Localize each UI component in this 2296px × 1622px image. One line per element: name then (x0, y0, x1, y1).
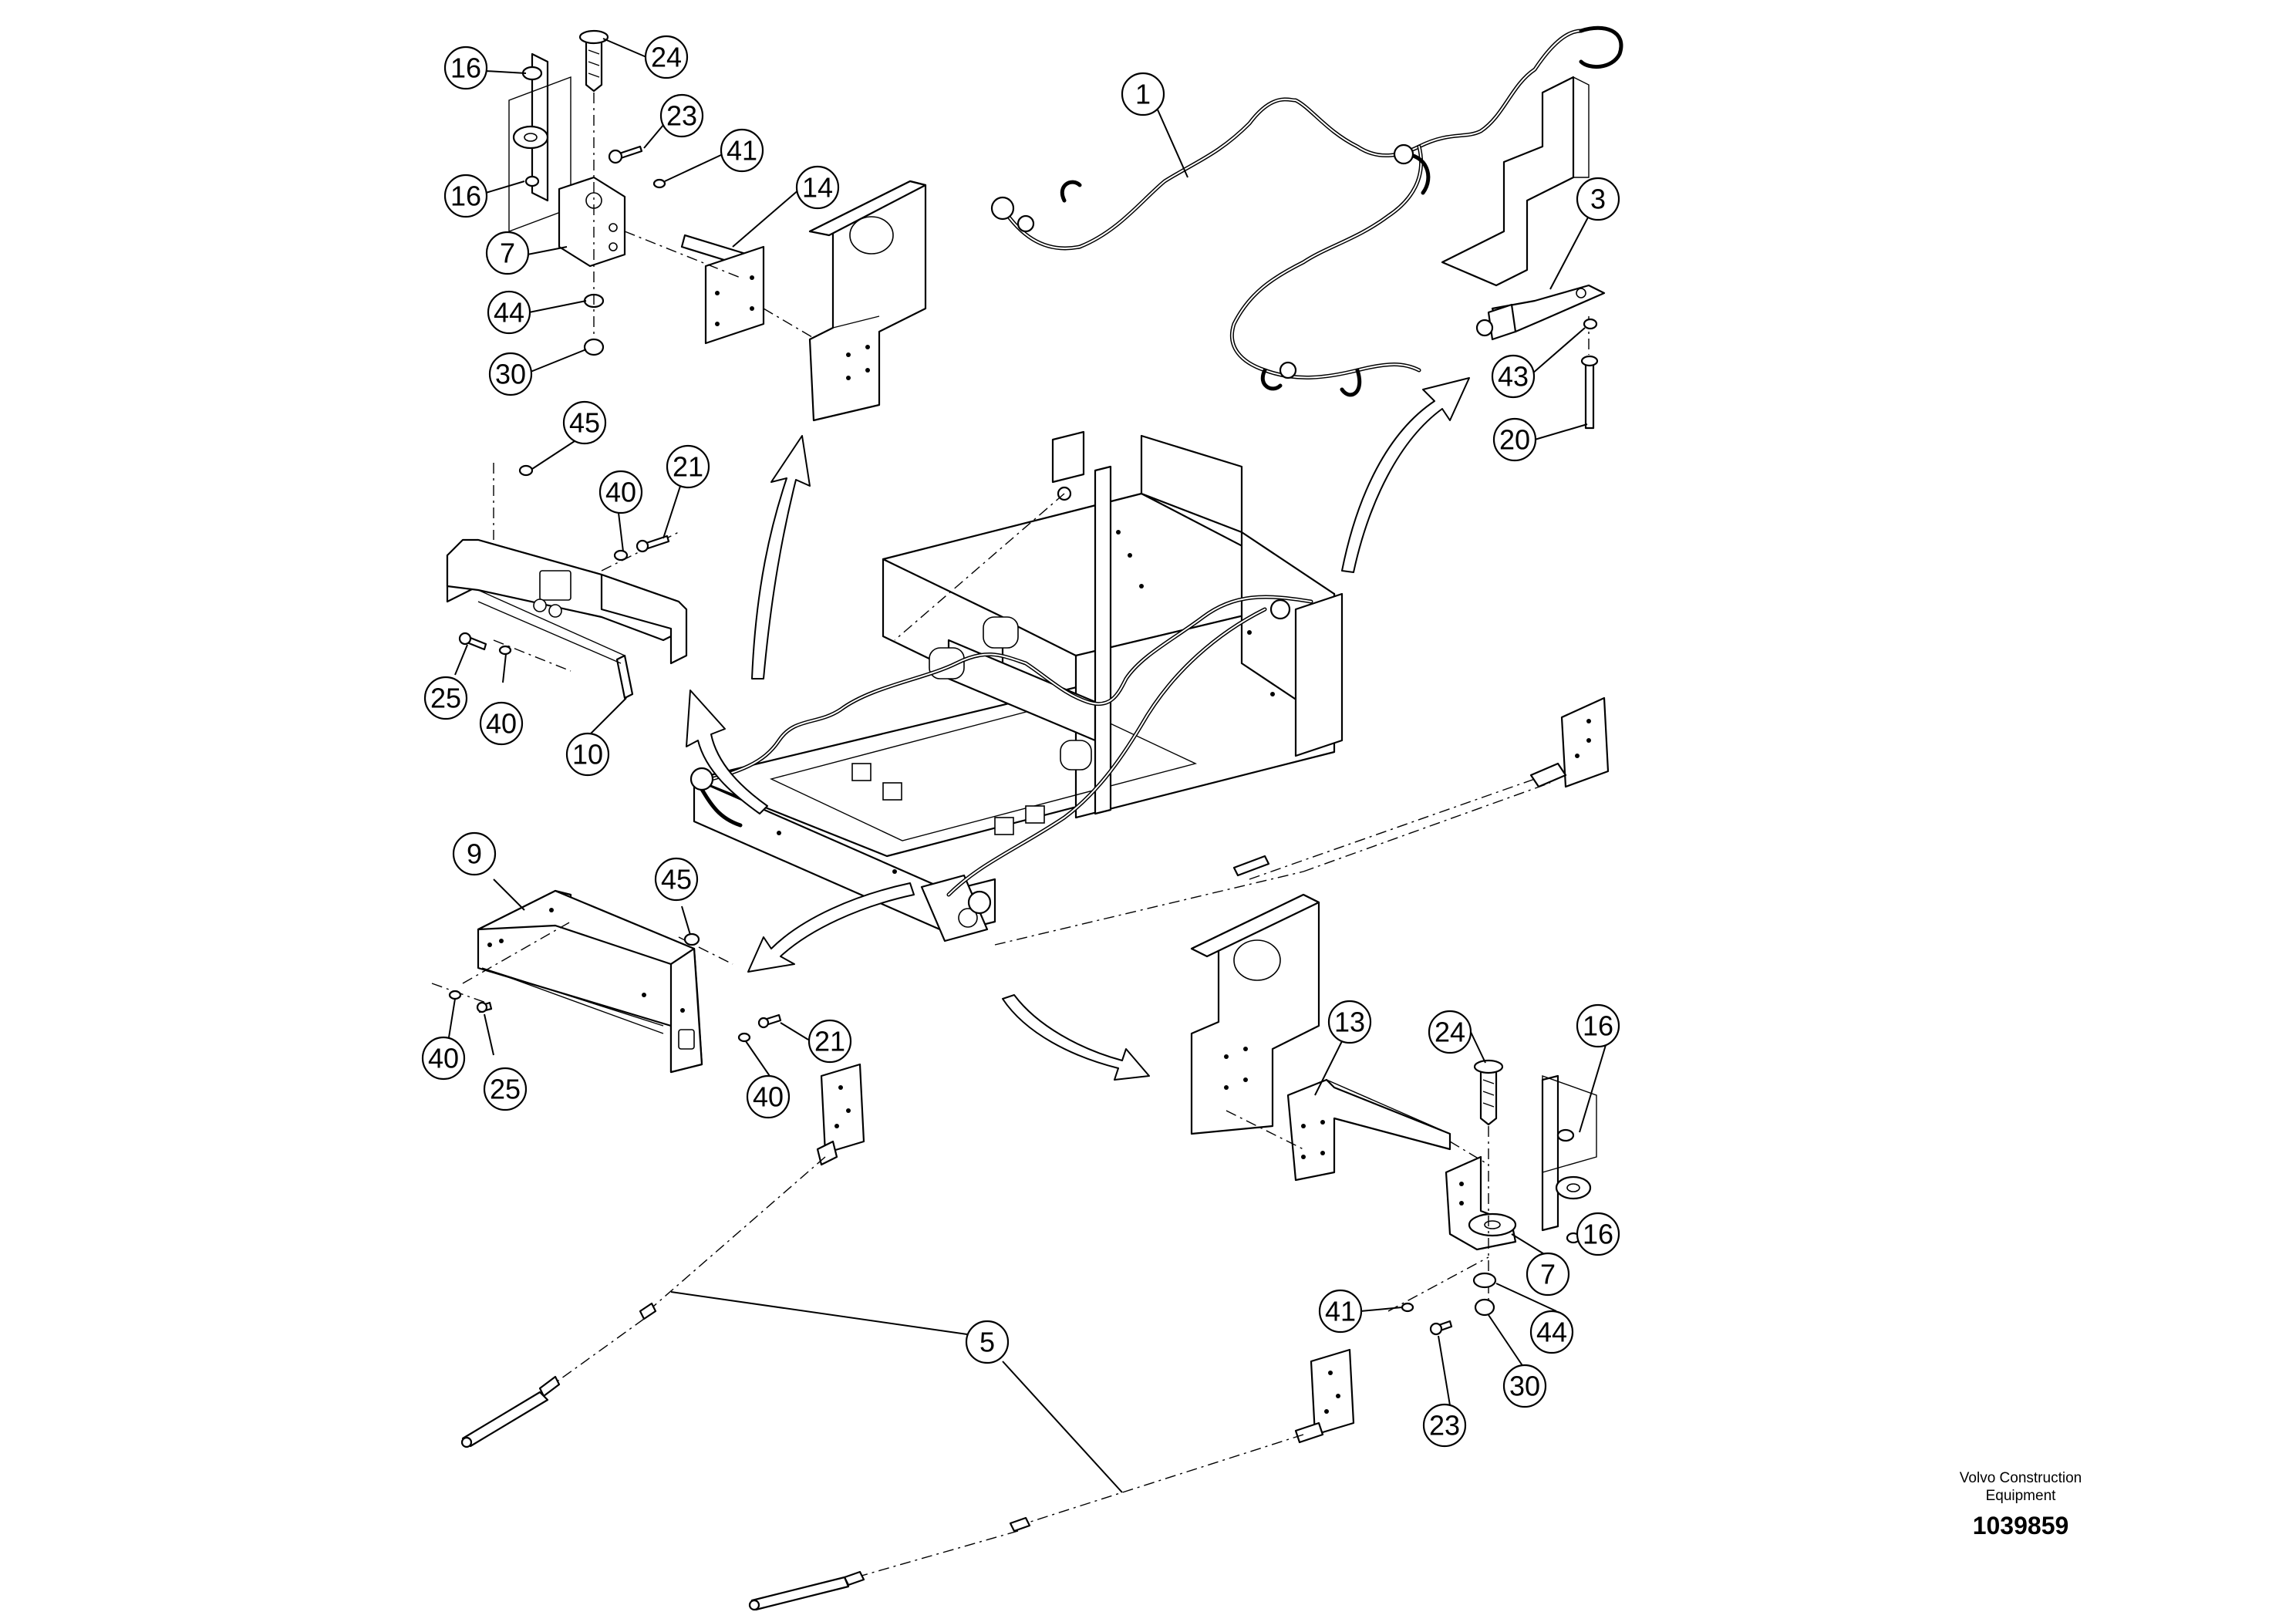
callout-7-top-left: 7 (485, 231, 530, 275)
callout-label: 5 (979, 1327, 995, 1358)
callout-23-top-left: 23 (659, 93, 704, 138)
callout-16-lower-right-lower: 16 (1576, 1212, 1620, 1256)
callout-41-top-left: 41 (720, 128, 764, 173)
callout-label: 16 (1583, 1010, 1613, 1042)
callout-label: 21 (814, 1026, 845, 1057)
callout-label: 10 (572, 739, 603, 771)
callout-label: 43 (1498, 361, 1529, 393)
company-name: Volvo Construction Equipment (1913, 1469, 2129, 1505)
callout-16-top-left-lower: 16 (443, 174, 488, 218)
callout-label: 41 (1325, 1296, 1356, 1327)
callout-label: 23 (1429, 1410, 1460, 1442)
callout-25-middle-left: 25 (423, 676, 468, 720)
callout-30-top-left: 30 (488, 352, 533, 396)
callout-label: 30 (495, 359, 526, 390)
company-name-line-1: Volvo Construction (1959, 1470, 2082, 1486)
callout-24-lower-right: 24 (1428, 1010, 1472, 1054)
callout-40-middle-left-lower: 40 (479, 701, 524, 746)
callout-label: 41 (727, 135, 757, 167)
callout-40-lower-left-a: 40 (421, 1036, 466, 1081)
callout-label: 9 (467, 838, 482, 870)
callout-44-top-left: 44 (487, 290, 531, 335)
callout-40-lower-left-b: 40 (746, 1074, 791, 1119)
callout-label: 44 (1536, 1317, 1567, 1348)
callout-9: 9 (452, 831, 497, 876)
top-left-bracket-assembly (508, 29, 927, 422)
callout-label: 40 (605, 477, 636, 508)
callout-label: 21 (673, 451, 703, 483)
callout-45-middle-left: 45 (562, 400, 607, 445)
callout-16-lower-right-upper: 16 (1576, 1003, 1620, 1048)
callout-25-lower-left: 25 (483, 1067, 528, 1111)
callout-10: 10 (565, 732, 610, 777)
callout-5: 5 (965, 1320, 1010, 1364)
callout-40-middle-left-upper: 40 (598, 470, 643, 514)
callout-20: 20 (1492, 417, 1537, 462)
callout-label: 45 (661, 864, 692, 895)
main-frame (693, 430, 1344, 943)
leader-lines (448, 38, 1607, 1493)
callout-label: 13 (1334, 1007, 1365, 1038)
callout-label: 16 (450, 52, 481, 84)
frame-harness (689, 486, 1551, 946)
callout-label: 24 (651, 42, 682, 73)
callout-14: 14 (795, 165, 840, 210)
callout-label: 40 (428, 1043, 459, 1074)
callout-1: 1 (1121, 72, 1165, 116)
callout-label: 40 (486, 708, 517, 740)
document-number: 1039859 (1972, 1512, 2069, 1539)
callout-label: 25 (490, 1074, 521, 1105)
callout-label: 16 (450, 180, 481, 212)
lower-left-bracket-assembly (431, 889, 782, 1074)
callout-label: 25 (430, 683, 461, 714)
callout-44-lower-right: 44 (1529, 1310, 1574, 1354)
callout-43: 43 (1491, 354, 1536, 399)
callout-label: 7 (1540, 1259, 1556, 1290)
callout-21-middle-left: 21 (666, 444, 710, 489)
company-name-line-2: Equipment (1985, 1488, 2056, 1504)
callout-label: 24 (1435, 1017, 1465, 1048)
callout-41-lower-right: 41 (1318, 1289, 1363, 1334)
callout-13: 13 (1327, 1000, 1372, 1044)
callout-label: 14 (802, 172, 833, 204)
callout-24-top-left: 24 (644, 35, 689, 79)
direction-arrows (686, 377, 1470, 1081)
callout-21-lower-left: 21 (807, 1019, 852, 1064)
callout-label: 7 (500, 238, 515, 269)
top-right-harness-assembly (990, 25, 1623, 430)
callout-7-lower-right: 7 (1526, 1252, 1570, 1297)
callout-3: 3 (1576, 177, 1620, 221)
callout-label: 1 (1135, 79, 1151, 110)
control-cables (460, 696, 1610, 1611)
callout-label: 30 (1509, 1371, 1540, 1402)
callout-16-top-left-upper: 16 (443, 46, 488, 90)
callout-label: 20 (1499, 424, 1530, 456)
callout-label: 16 (1583, 1219, 1613, 1250)
callout-label: 44 (494, 297, 524, 329)
callout-23-lower-right: 23 (1422, 1403, 1467, 1448)
lower-right-bracket-assembly (1190, 893, 1597, 1336)
middle-left-bracket-assembly (446, 463, 688, 700)
callout-45-lower-left: 45 (654, 857, 699, 902)
callout-30-lower-right: 30 (1502, 1364, 1547, 1408)
callout-label: 40 (753, 1081, 784, 1113)
callout-label: 45 (569, 407, 600, 439)
callout-label: 23 (666, 100, 697, 132)
callout-label: 3 (1590, 184, 1606, 215)
